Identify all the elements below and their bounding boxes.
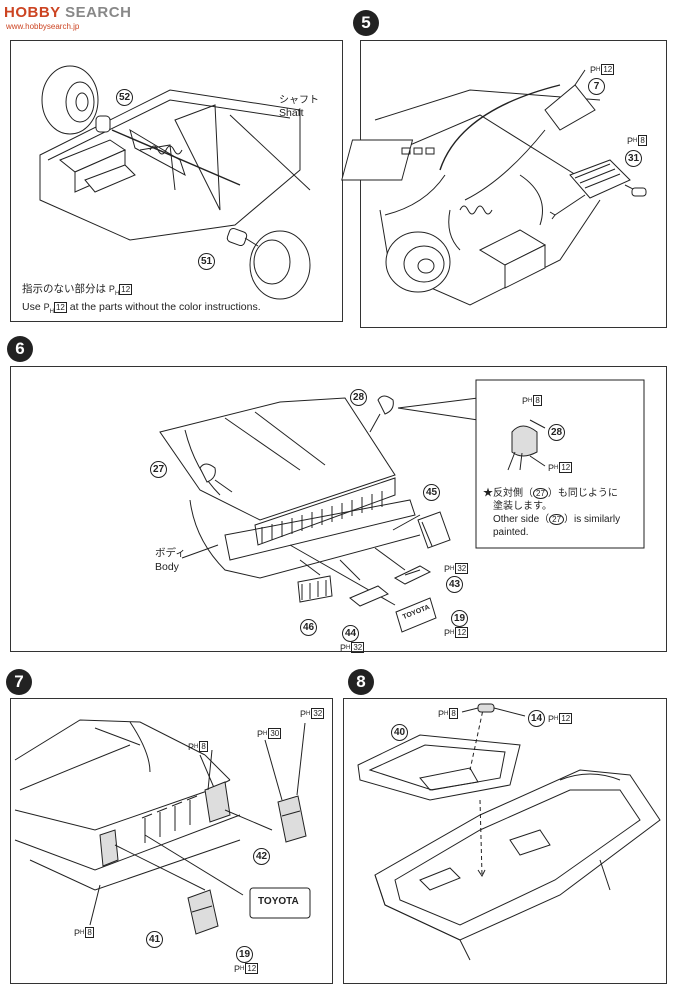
part-40-label: 40 (391, 724, 408, 741)
part-45-label: 45 (423, 484, 440, 501)
step-7-badge: 7 (6, 669, 32, 695)
shaft-label-jp: シャフト (279, 95, 319, 106)
body-label-en: Body (155, 561, 179, 573)
inset-note-jp-1: ★反対側（27）も同じように (483, 488, 618, 499)
license-plate-19: TOYOTA (258, 896, 299, 907)
logo-text-b: SEARCH (65, 4, 132, 21)
part-7-label: 7 (588, 78, 605, 95)
step-8-badge: 8 (348, 669, 374, 695)
part-41-label: 41 (146, 931, 163, 948)
part-19-label: 19 (236, 946, 253, 963)
part-43-label: 43 (446, 576, 463, 593)
part-31-label: 31 (625, 150, 642, 167)
part-28-label: 28 (350, 389, 367, 406)
logo-text-a: HOBBY (4, 4, 61, 21)
site-logo: HOBBY SEARCH (4, 4, 131, 21)
part-42-label: 42 (253, 848, 270, 865)
shaft-label-en: Shaft (279, 107, 304, 119)
part-51-label: 51 (198, 253, 215, 270)
part-27-label: 27 (150, 461, 167, 478)
part-52-label: 52 (116, 89, 133, 106)
body-label-jp: ボディ (155, 547, 186, 559)
inset-part-28-label: 28 (548, 424, 565, 441)
part-44-label: 44 (342, 625, 359, 642)
step-6-badge: 6 (7, 336, 33, 362)
step-5-badge: 5 (353, 10, 379, 36)
watermark-url: www.hobbysearch.jp (6, 22, 80, 31)
inset-note-jp-2: 塗装します。 (493, 501, 552, 512)
part-46-label: 46 (300, 619, 317, 636)
inset-note-en-2: painted. (493, 527, 529, 538)
part-19-label: 19 (451, 610, 468, 627)
part-14-label: 14 (528, 710, 545, 727)
inset-note-en-1: Other side（27）is similarly (493, 514, 621, 525)
note-jp-text: 指示のない部分は (22, 283, 106, 295)
